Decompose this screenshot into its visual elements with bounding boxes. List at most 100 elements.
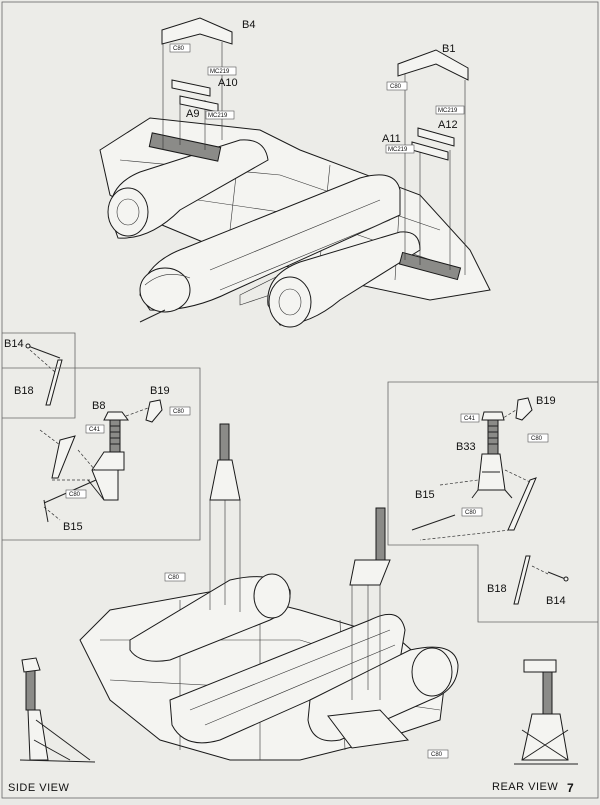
right-wheel-well-opening	[398, 251, 462, 281]
right-b33-label: B33	[456, 441, 476, 453]
right-c41-code: C41	[464, 416, 476, 422]
left-inset-b14-end	[25, 343, 31, 349]
right-stand-leg	[507, 477, 537, 531]
bottom-aircraft-drawing: C80 C80	[79, 423, 459, 761]
a12-part	[417, 127, 455, 147]
fuselage-nose	[139, 267, 191, 313]
left-spinner	[116, 198, 140, 226]
left-c41-code-box	[85, 424, 105, 434]
b1-label: B1	[442, 43, 455, 55]
side-view-head	[21, 657, 41, 673]
bottom-left-intake	[253, 573, 291, 619]
left-stand-braces	[87, 469, 118, 501]
left-b8-ribs	[110, 425, 120, 445]
a11-code: MC219	[388, 147, 408, 153]
right-b15-code-box	[461, 507, 483, 517]
nose-glazing	[144, 273, 191, 286]
side-view-legs	[19, 719, 96, 763]
right-jack-ribs	[488, 425, 498, 445]
a11-label: A11	[382, 133, 401, 145]
right-b14-label: B14	[546, 595, 566, 607]
left-engine-nacelle	[109, 139, 269, 239]
side-view-label: SIDE VIEW	[8, 782, 69, 794]
left-inset-b18-strut	[45, 359, 63, 406]
rear-view-braces	[514, 729, 578, 765]
b4-door	[161, 17, 233, 45]
left-stand-dashes	[39, 429, 96, 481]
bottom-left-code-box	[164, 572, 186, 582]
b1-door	[397, 49, 469, 81]
part-b1: C80 B1	[386, 43, 469, 91]
right-b19-code: C80	[531, 436, 543, 442]
left-b19-label: B19	[150, 385, 170, 397]
right-stand-assembly: B19 C41 C80 B33 B15 C80 B18 B14	[387, 381, 598, 623]
left-inset-b14-label: B14	[4, 338, 24, 350]
right-b15-label: B15	[415, 489, 435, 501]
right-b19-code-box	[527, 433, 549, 443]
a9-code-box	[205, 110, 235, 120]
left-b15-code-box	[65, 489, 87, 499]
a12-code-box	[435, 105, 465, 115]
a11-code-box	[385, 144, 415, 154]
left-b8-head	[103, 411, 129, 421]
fuselage-panel-line	[209, 199, 391, 291]
b1-code-box	[386, 81, 408, 91]
left-wheel-well-opening	[148, 132, 222, 162]
right-engine-intake	[268, 276, 312, 328]
page-number: 7	[567, 781, 574, 795]
right-jack-head	[481, 411, 505, 421]
side-view-column	[27, 709, 49, 761]
a10-code-box	[207, 66, 237, 76]
a9-code: MC219	[208, 113, 228, 119]
right-jack-column	[487, 419, 499, 455]
b1-code: C80	[390, 84, 402, 90]
side-view-jack	[25, 669, 36, 711]
a10-code: MC219	[210, 69, 230, 75]
right-b18-strut	[513, 555, 531, 605]
left-b19-code-box	[169, 406, 191, 416]
left-stand-assembly: B8 B19 C80 C41 C80 B15	[2, 367, 201, 541]
right-b19-dash	[499, 409, 517, 421]
left-stand-leg	[51, 435, 76, 479]
side-view-drawing: SIDE VIEW	[8, 657, 96, 794]
a12-label: A12	[438, 119, 458, 131]
guide-line-b4	[162, 42, 223, 150]
part-a11-a12: MC219 A12 A11 MC219	[382, 105, 465, 161]
left-stand-frame	[2, 367, 201, 541]
left-b19-dash	[125, 407, 149, 417]
bottom-right-intake	[411, 647, 453, 697]
a10-label: A10	[218, 77, 238, 89]
right-b19-clamp	[515, 397, 533, 421]
rear-view-drawing: REAR VIEW	[492, 659, 578, 793]
guide-line-b1	[404, 70, 466, 275]
bottom-right-jack	[375, 507, 386, 561]
right-b15-code: C80	[465, 510, 477, 516]
fuselage	[139, 174, 401, 311]
right-b15-rod	[411, 514, 456, 531]
bottom-fuselage-panel-line	[189, 629, 396, 726]
right-b14-dash	[531, 565, 549, 575]
right-b18-label: B18	[487, 583, 507, 595]
left-engine-intake	[107, 187, 149, 237]
right-stand-dashes	[419, 469, 531, 541]
left-b19-code: C80	[173, 409, 185, 415]
left-b8-jack-column	[109, 419, 121, 453]
right-c41-code-box	[460, 413, 480, 423]
b4-code: C80	[173, 46, 185, 52]
part-a9-a10: MC219 A10 A9 MC219	[171, 66, 238, 120]
right-stand-frame	[387, 381, 598, 623]
bottom-flap	[327, 709, 410, 749]
bottom-right-code: C80	[431, 752, 443, 758]
guide-line-a11-a12	[419, 150, 451, 270]
b4-code-box	[169, 43, 191, 53]
left-stand-tripod	[91, 451, 125, 501]
b4-label: B4	[242, 19, 255, 31]
left-b15-leader	[43, 499, 49, 523]
a12-code: MC219	[438, 108, 458, 114]
left-c41-code: C41	[89, 427, 101, 433]
bottom-right-guides	[351, 585, 381, 700]
left-inset-b14-rod	[27, 345, 61, 359]
